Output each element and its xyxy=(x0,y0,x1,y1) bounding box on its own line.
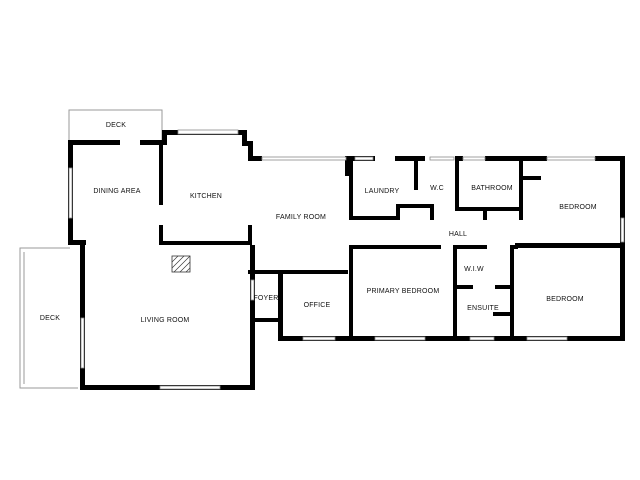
deck-left-outline xyxy=(19,247,78,389)
room-label-family-room: FAMILY ROOM xyxy=(276,214,326,221)
fireplace-symbol xyxy=(171,255,191,273)
deck-outlines xyxy=(19,109,163,389)
room-label-hall: HALL xyxy=(449,231,467,238)
room-label-bedroom-2: BEDROOM xyxy=(546,296,584,303)
room-label-foyer: FOYER xyxy=(253,295,278,302)
windows xyxy=(68,129,625,390)
room-label-kitchen: KITCHEN xyxy=(190,193,222,200)
room-labels: DECK DINING AREA KITCHEN FAMILY ROOM LAU… xyxy=(40,122,597,324)
room-label-living-room: LIVING ROOM xyxy=(141,317,190,324)
room-label-laundry: LAUNDRY xyxy=(365,188,400,195)
room-label-bathroom: BATHROOM xyxy=(471,185,513,192)
walls xyxy=(68,130,625,390)
room-label-wiw: W.I.W xyxy=(464,266,484,273)
room-label-primary-bedroom: PRIMARY BEDROOM xyxy=(367,288,440,295)
room-label-deck-left: DECK xyxy=(40,315,60,322)
room-label-ensuite: ENSUITE xyxy=(467,305,499,312)
room-label-office: OFFICE xyxy=(304,302,331,309)
room-label-bedroom-1: BEDROOM xyxy=(559,204,597,211)
room-label-dining-area: DINING AREA xyxy=(93,188,140,195)
room-label-wc: W.C xyxy=(430,185,444,192)
deck-top-outline xyxy=(68,109,163,142)
room-label-deck-top: DECK xyxy=(106,122,126,129)
